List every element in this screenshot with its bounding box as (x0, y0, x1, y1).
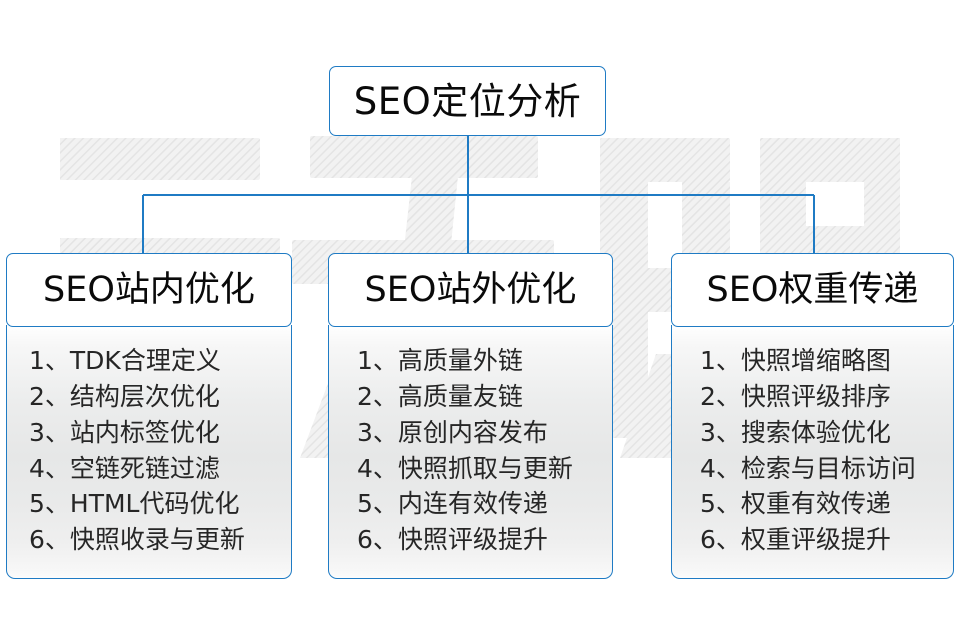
list-item: 6、权重评级提升 (700, 525, 891, 555)
list-item: 3、站内标签优化 (29, 417, 220, 447)
branch-header-title-0: SEO站内优化 (43, 269, 255, 310)
root-node[interactable]: SEO定位分析 (329, 66, 606, 136)
list-item: 2、高质量友链 (357, 382, 523, 412)
branch-column-seo-onsite: SEO站内优化 1、TDK合理定义 2、结构层次优化 3、站内标签优化 4、空链… (6, 253, 292, 579)
branch-body-2: 1、快照增缩略图 2、快照评级排序 3、搜索体验优化 4、检索与目标访问 5、权… (671, 325, 954, 579)
branch-column-seo-offsite: SEO站外优化 1、高质量外链 2、高质量友链 3、原创内容发布 4、快照抓取与… (328, 253, 613, 579)
branch-header-title-1: SEO站外优化 (364, 269, 577, 310)
list-item: 4、检索与目标访问 (700, 453, 916, 483)
branch-body-1: 1、高质量外链 2、高质量友链 3、原创内容发布 4、快照抓取与更新 5、内连有… (328, 325, 613, 579)
list-item: 5、内连有效传递 (357, 489, 548, 519)
branch-header-1[interactable]: SEO站外优化 (328, 253, 613, 327)
list-item: 5、HTML代码优化 (29, 489, 240, 519)
list-item: 6、快照收录与更新 (29, 525, 245, 555)
root-node-title: SEO定位分析 (353, 79, 582, 123)
list-item: 3、搜索体验优化 (700, 417, 891, 447)
list-item: 1、TDK合理定义 (29, 346, 221, 376)
list-item: 4、快照抓取与更新 (357, 453, 573, 483)
branch-column-seo-weight: SEO权重传递 1、快照增缩略图 2、快照评级排序 3、搜索体验优化 4、检索与… (671, 253, 954, 579)
branch-header-2[interactable]: SEO权重传递 (671, 253, 954, 327)
list-item: 6、快照评级提升 (357, 525, 548, 555)
list-item: 5、权重有效传递 (700, 489, 891, 519)
list-item: 1、快照增缩略图 (700, 346, 891, 376)
list-item: 3、原创内容发布 (357, 417, 548, 447)
list-item: 2、结构层次优化 (29, 382, 220, 412)
list-item: 4、空链死链过滤 (29, 453, 220, 483)
list-item: 1、高质量外链 (357, 346, 523, 376)
list-item: 2、快照评级排序 (700, 382, 891, 412)
branch-header-0[interactable]: SEO站内优化 (6, 253, 292, 327)
branch-header-title-2: SEO权重传递 (706, 269, 919, 310)
branch-body-0: 1、TDK合理定义 2、结构层次优化 3、站内标签优化 4、空链死链过滤 5、H… (6, 325, 292, 579)
